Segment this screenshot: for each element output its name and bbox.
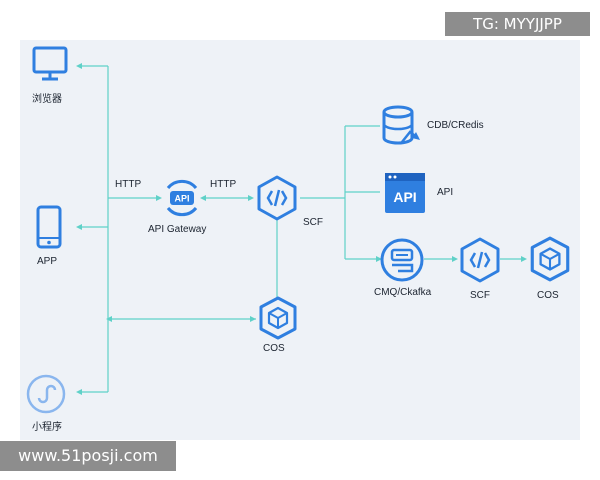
diagram-canvas: 浏览器 APP 小程序 HTTP HTTP API API Gateway	[20, 40, 580, 440]
arrowhead-app	[76, 224, 82, 230]
cube-storage-icon	[527, 235, 573, 288]
cos-right-label: COS	[537, 290, 559, 301]
mini-program-icon	[26, 374, 66, 419]
arrowhead-scf	[248, 195, 254, 201]
arrowhead-cos	[250, 316, 256, 322]
serverless-function-icon	[254, 174, 300, 227]
arrowhead-gateway-left	[200, 195, 206, 201]
serverless-function-icon	[457, 236, 503, 289]
database-icon	[380, 104, 422, 153]
monitor-icon	[30, 44, 70, 89]
connector-lines	[76, 63, 527, 395]
cube-storage-icon	[256, 295, 300, 346]
scf-right-label: SCF	[470, 290, 490, 301]
message-queue-icon	[379, 237, 425, 288]
scf-main-label: SCF	[303, 217, 323, 228]
mq-label: CMQ/Ckafka	[374, 287, 432, 298]
arrowhead-cos-bus	[106, 316, 112, 322]
api-window-icon-text: API	[393, 189, 416, 205]
miniprogram-label: 小程序	[32, 422, 62, 433]
arrowhead-cos-right	[521, 256, 527, 262]
api-gateway-icon-text: API	[174, 194, 189, 204]
arrowhead-gateway	[156, 195, 162, 201]
watermark-badge: TG: MYYJJPP	[445, 12, 590, 36]
site-url-badge: www.51posji.com	[0, 441, 176, 471]
api-label: API	[437, 187, 454, 198]
arrowhead-scf-right	[452, 256, 458, 262]
arrowhead-miniprogram	[76, 389, 82, 395]
arrowhead-browser	[76, 63, 82, 69]
gateway-label: API Gateway	[148, 224, 207, 235]
mobile-phone-icon	[34, 205, 64, 254]
arrowhead-mq	[376, 256, 382, 262]
edge-label-http-left: HTTP	[115, 179, 142, 190]
browser-label: 浏览器	[32, 94, 62, 105]
api-gateway-icon: API	[160, 176, 204, 225]
app-label: APP	[37, 256, 58, 267]
db-label: CDB/CRedis	[427, 120, 484, 131]
cos-bottom-label: COS	[263, 343, 285, 354]
edge-label-http-right: HTTP	[210, 179, 237, 190]
api-window-icon: API	[384, 172, 426, 219]
